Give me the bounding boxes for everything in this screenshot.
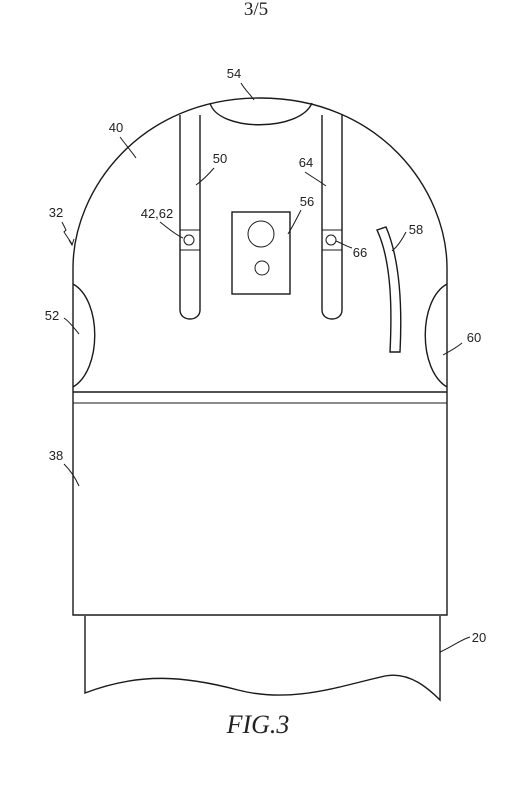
label-66: 66 <box>353 245 367 260</box>
right-pin-66 <box>325 234 337 246</box>
label-56: 56 <box>300 194 314 209</box>
left-pin-42-62 <box>183 234 195 246</box>
leader-42-62 <box>159 221 184 239</box>
leader-52 <box>63 317 80 335</box>
leader-64 <box>304 171 327 187</box>
leader-32 <box>61 221 73 245</box>
leader-38 <box>63 463 80 487</box>
label-60: 60 <box>467 330 481 345</box>
label-64: 64 <box>299 155 313 170</box>
leader-40 <box>119 136 137 159</box>
housing-outline <box>72 97 448 616</box>
label-54: 54 <box>227 66 241 81</box>
right-window-60 <box>424 283 448 388</box>
leader-50 <box>195 167 215 186</box>
leader-32-arrow <box>68 238 75 247</box>
label-50: 50 <box>213 151 227 166</box>
figure-caption: FIG.3 <box>226 710 290 739</box>
label-38: 38 <box>49 448 63 463</box>
leader-56 <box>287 209 302 235</box>
label-52: 52 <box>45 308 59 323</box>
label-40: 40 <box>109 120 123 135</box>
leader-60 <box>442 342 463 356</box>
page-number: 3/5 <box>244 0 268 20</box>
center-plate-large-hole <box>247 220 275 248</box>
label-32: 32 <box>49 205 63 220</box>
label-20: 20 <box>472 630 486 645</box>
leader-66 <box>335 240 353 249</box>
leader-58 <box>391 231 407 252</box>
left-slot-50 <box>179 115 201 320</box>
leader-54 <box>240 82 255 101</box>
curved-strip-58 <box>376 226 402 353</box>
center-plate-56 <box>231 211 291 295</box>
center-plate-small-hole <box>254 260 270 276</box>
left-window-52 <box>72 283 96 388</box>
base-20 <box>84 616 441 702</box>
leader-20 <box>439 636 471 653</box>
right-slot-64 <box>321 115 343 320</box>
top-window-54 <box>209 102 313 126</box>
label-58: 58 <box>409 222 423 237</box>
label-42-62: 42,62 <box>141 206 174 221</box>
